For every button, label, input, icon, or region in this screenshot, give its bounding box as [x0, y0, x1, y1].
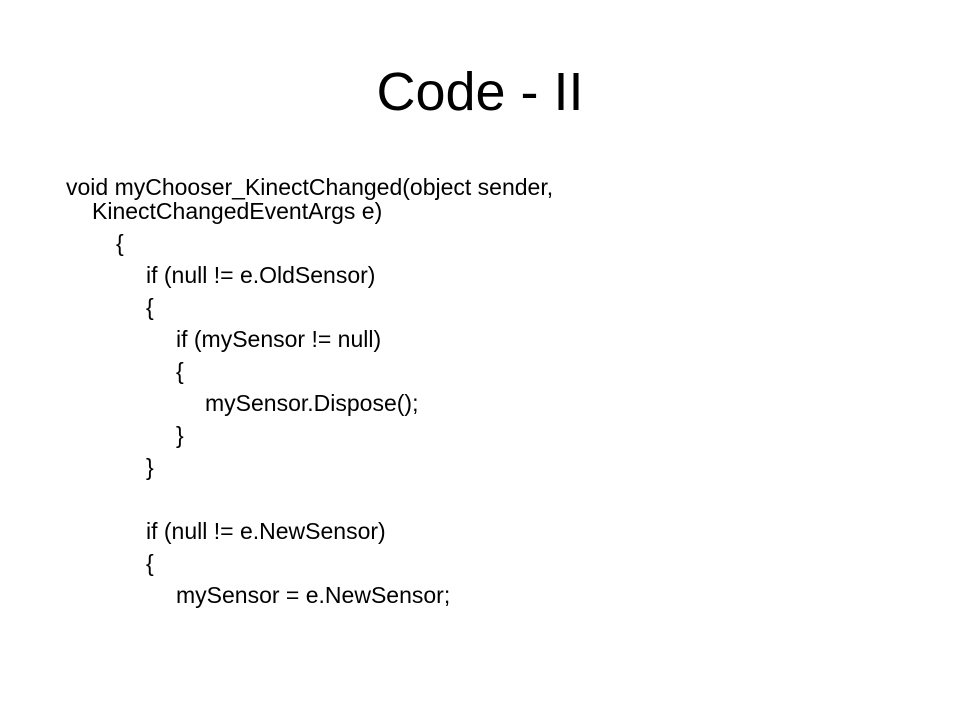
code-line: }	[176, 422, 184, 448]
code-line: void myChooser_KinectChanged(object send…	[66, 174, 554, 200]
code-line: mySensor.Dispose();	[205, 390, 419, 416]
slide-title: Code - II	[376, 62, 584, 122]
code-line: {	[116, 230, 124, 256]
code-line: }	[146, 454, 154, 480]
code-line: {	[146, 294, 154, 320]
code-line: if (null != e.NewSensor)	[146, 518, 386, 544]
code-line: if (null != e.OldSensor)	[146, 262, 376, 288]
code-line: {	[176, 358, 184, 384]
code-line: if (mySensor != null)	[176, 326, 382, 352]
code-line: {	[146, 550, 154, 576]
code-line: KinectChangedEventArgs e)	[92, 198, 383, 224]
code-line: mySensor = e.NewSensor;	[176, 582, 451, 608]
